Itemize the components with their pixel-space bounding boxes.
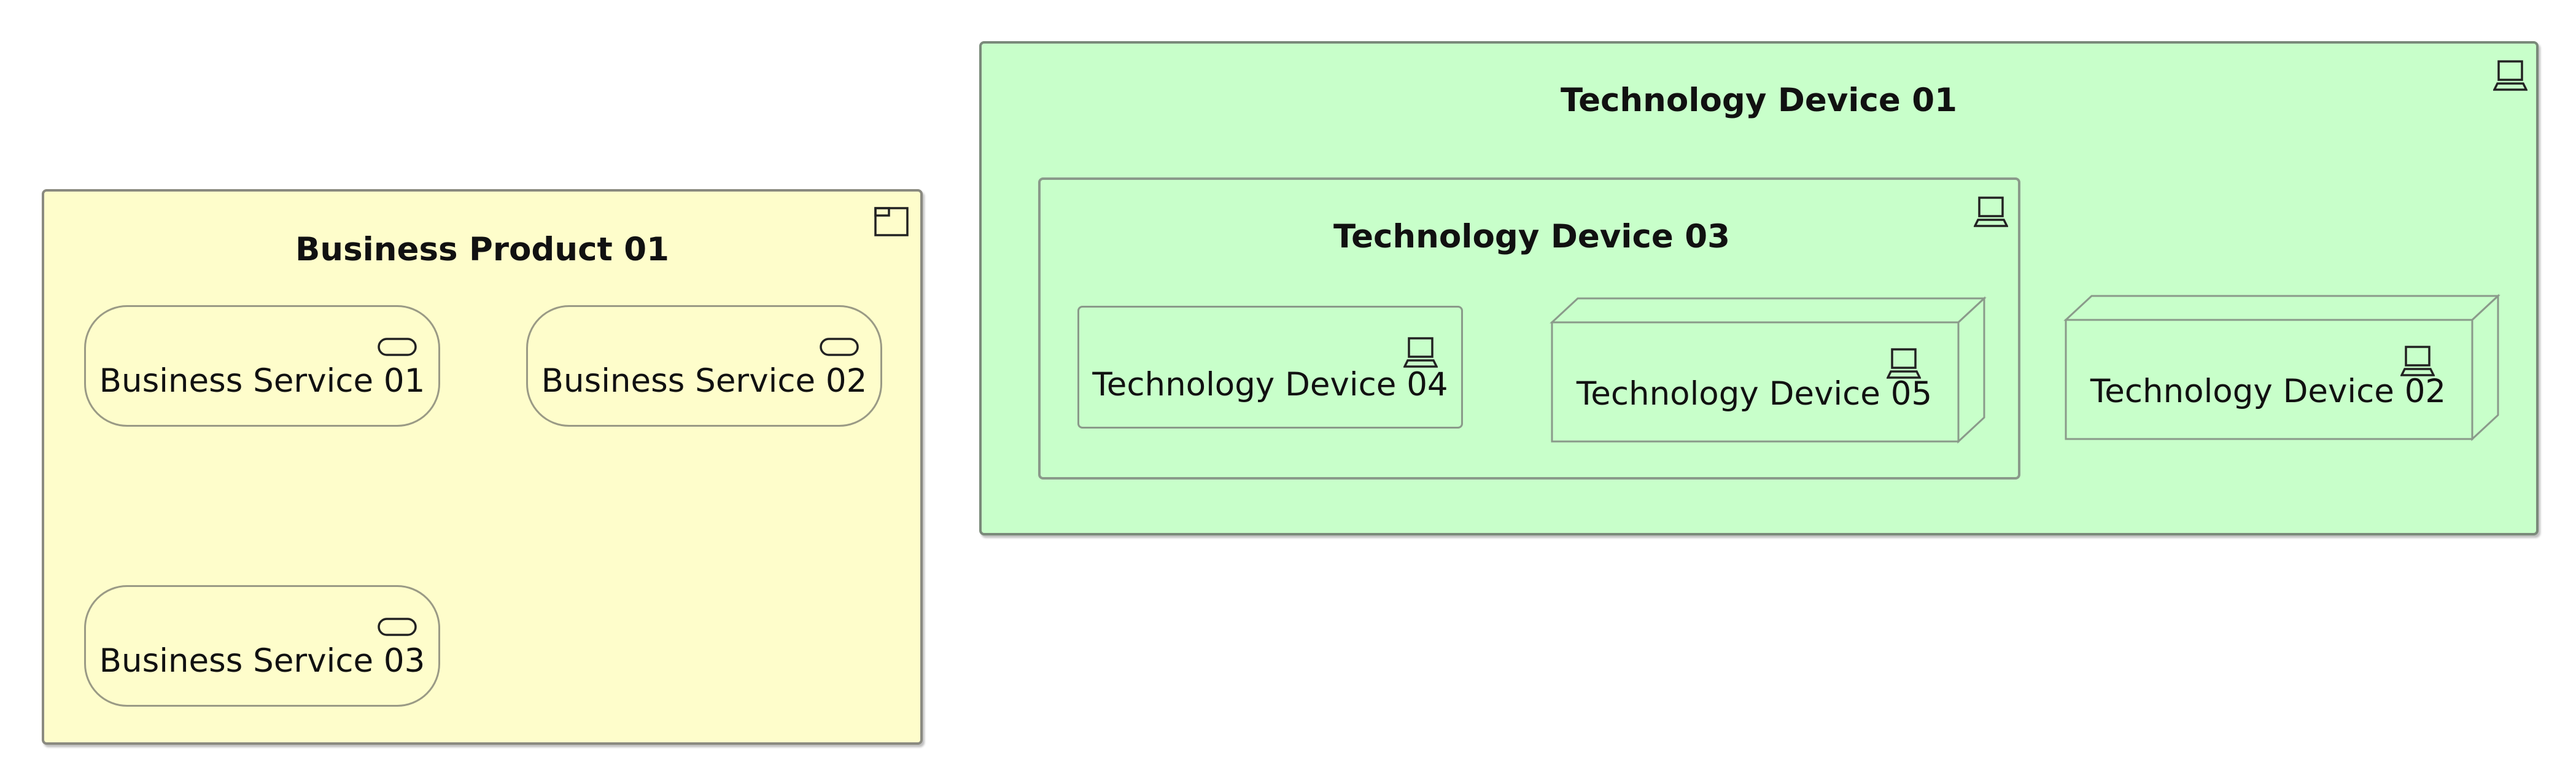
device-icon bbox=[1403, 337, 1438, 368]
node-shape bbox=[1550, 296, 1987, 444]
technology-device-04-label: Technology Device 04 bbox=[1092, 366, 1448, 403]
business-service-icon bbox=[378, 618, 417, 636]
business-product-box[interactable]: Business Product 01 Business Service 01 … bbox=[42, 189, 923, 745]
business-service-03[interactable]: Business Service 03 bbox=[84, 585, 440, 707]
business-product-icon bbox=[874, 207, 909, 236]
technology-device-04[interactable]: Technology Device 04 bbox=[1077, 306, 1463, 429]
technology-device-05[interactable]: Technology Device 05 bbox=[1550, 296, 1987, 444]
technology-device-05-label: Technology Device 05 bbox=[1576, 375, 1933, 413]
device-icon bbox=[2493, 60, 2528, 91]
technology-device-01-box[interactable]: Technology Device 01 Technology Device 0… bbox=[979, 41, 2539, 535]
business-product-title: Business Product 01 bbox=[295, 231, 670, 268]
technology-device-02[interactable]: Technology Device 02 bbox=[2063, 293, 2500, 441]
technology-device-03-box[interactable]: Technology Device 03 Technology Device 0… bbox=[1038, 177, 2020, 480]
business-service-label: Business Service 03 bbox=[99, 642, 425, 680]
business-service-label: Business Service 01 bbox=[99, 362, 425, 400]
technology-device-02-label: Technology Device 02 bbox=[2090, 373, 2446, 410]
technology-device-03-title: Technology Device 03 bbox=[1333, 218, 1731, 255]
business-service-label: Business Service 02 bbox=[541, 362, 867, 400]
node-shape bbox=[2063, 293, 2500, 441]
device-icon bbox=[2400, 346, 2435, 376]
technology-device-01-title: Technology Device 01 bbox=[1560, 82, 1958, 119]
business-service-icon bbox=[820, 338, 859, 356]
business-service-02[interactable]: Business Service 02 bbox=[526, 305, 882, 427]
device-icon bbox=[1974, 196, 2008, 227]
business-service-icon bbox=[378, 338, 417, 356]
device-icon bbox=[1887, 348, 1921, 379]
business-service-01[interactable]: Business Service 01 bbox=[84, 305, 440, 427]
